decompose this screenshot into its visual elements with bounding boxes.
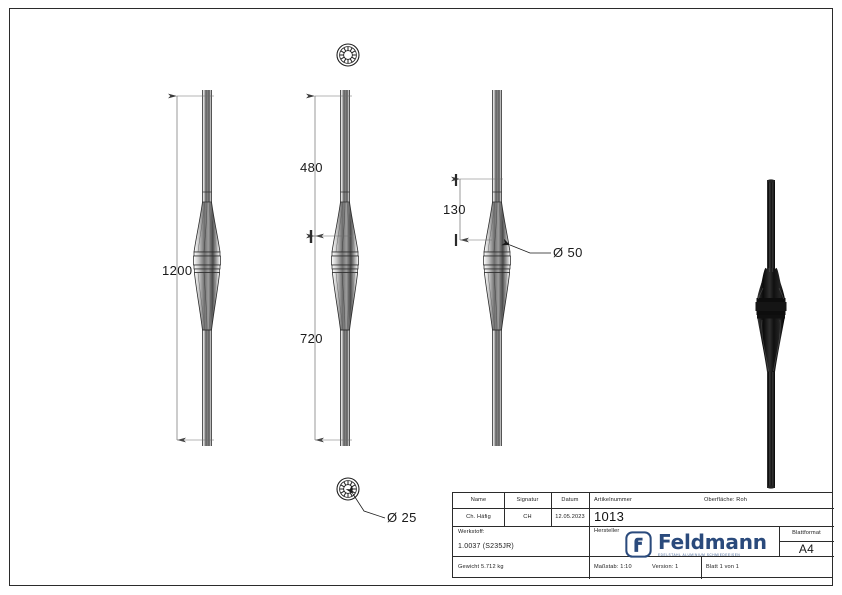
logo-wordmark: Feldmann	[658, 529, 767, 554]
tb-value-material: 1.0037 (S235JR)	[458, 543, 514, 550]
cross-section-bottom	[336, 477, 360, 501]
tb-header-material: Werkstoff:	[458, 529, 485, 535]
dimension-480-720	[306, 93, 352, 443]
tb-value-signature: CH	[523, 514, 532, 520]
tb-divider-v5	[589, 556, 590, 579]
tb-divider-v3	[589, 493, 590, 556]
dimension-label-upper-segment: 480	[300, 160, 323, 175]
tb-header-date: Datum	[561, 497, 579, 503]
tb-divider-v4	[779, 526, 780, 556]
dimension-1200	[168, 93, 214, 443]
view-isometric-render	[755, 179, 787, 489]
tb-value-article-number: 1013	[594, 509, 625, 524]
tb-value-date: 12.05.2023	[555, 514, 585, 520]
tb-divider-h4	[779, 541, 834, 542]
leader-diameter-25	[345, 485, 386, 519]
logo-text: Feldmann EDELSTAHL ALUMINIUM SCHMIEDEEIS…	[658, 532, 767, 557]
feldmann-logo-icon	[625, 531, 652, 558]
tb-header-article-number: Artikelnummer	[594, 497, 633, 503]
dimension-label-ornament-diameter: Ø 50	[553, 245, 583, 260]
leader-diameter-50	[501, 238, 551, 254]
view-segment-elevation	[331, 89, 359, 447]
tb-divider-v2	[551, 493, 552, 526]
tb-divider-h1	[453, 508, 834, 509]
tb-divider-h2	[453, 526, 834, 527]
dimension-label-lower-segment: 720	[300, 331, 323, 346]
dimension-label-ornament-height: 130	[443, 202, 466, 217]
cross-section-top	[336, 43, 360, 67]
tb-value-sheet: Blatt 1 von 1	[706, 564, 740, 570]
view-overall-elevation	[193, 89, 221, 447]
tb-value-name: Ch. Häfig	[466, 514, 491, 520]
tb-value-version: Version: 1	[652, 564, 679, 570]
tb-divider-v6	[701, 556, 702, 579]
tb-value-weight: Gewicht 5.712 kg	[458, 564, 504, 570]
view-ornament-detail	[483, 89, 511, 447]
logo-tagline: EDELSTAHL ALUMINIUM SCHMIEDEEISEN	[658, 552, 741, 557]
tb-header-signature: Signatur	[516, 497, 539, 503]
tb-value-scale: Maßstab: 1:10	[594, 564, 632, 570]
dimension-130	[451, 174, 503, 246]
tb-header-sheet-format: Blattformat	[792, 530, 821, 536]
company-logo: Feldmann EDELSTAHL ALUMINIUM SCHMIEDEEIS…	[625, 531, 767, 558]
tb-value-sheet-format: A4	[798, 542, 815, 556]
tb-header-name: Name	[470, 497, 487, 503]
tb-header-manufacturer: Hersteller	[594, 528, 620, 534]
dimension-label-bar-diameter: Ø 25	[387, 510, 417, 525]
tb-header-surface: Oberfläche: Roh	[704, 497, 747, 503]
dimension-label-overall-length: 1200	[162, 263, 193, 278]
tb-divider-v1	[504, 493, 505, 526]
title-block: Name Signatur Datum Artikelnummer Oberfl…	[452, 492, 834, 579]
